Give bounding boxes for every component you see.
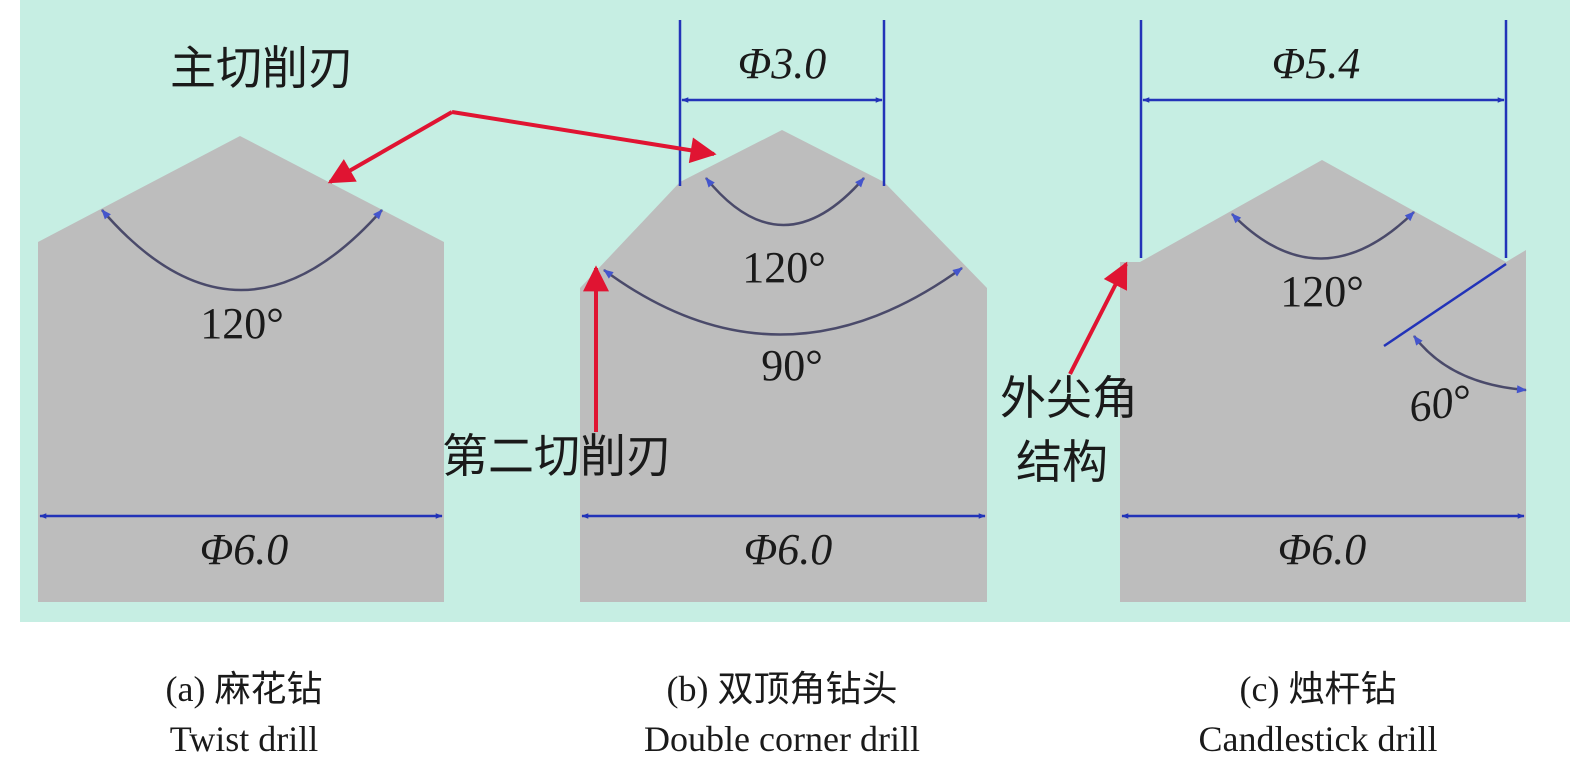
caption-b-cn: (b) 双顶角钻头 — [666, 669, 898, 709]
angle-label-b-inner: 120° — [742, 243, 826, 292]
main-cutting-edge-label: 主切削刃 — [170, 43, 354, 94]
candlestick-drill-body — [1120, 160, 1526, 602]
diameter-label-a: Φ6.0 — [200, 525, 289, 574]
diameter-label-b: Φ6.0 — [744, 525, 833, 574]
caption-a-cn: (a) 麻花钻 — [165, 669, 323, 709]
top-diameter-label-c: Φ5.4 — [1272, 39, 1361, 88]
angle-label-a: 120° — [200, 299, 284, 348]
side-angle-arc-c — [1413, 335, 1527, 394]
outer-corner-arrow — [1068, 261, 1128, 375]
angle-label-c: 120° — [1280, 267, 1364, 316]
double-corner-drill-body — [580, 130, 987, 602]
second-cutting-edge-label: 第二切削刃 — [442, 431, 672, 482]
angle-label-b-outer: 90° — [761, 341, 823, 390]
caption-a: (a) 麻花钻 Twist drill — [0, 664, 504, 764]
angle-arc-b-inner — [705, 177, 865, 227]
caption-a-en: Twist drill — [169, 719, 319, 759]
angle-arc-a — [101, 209, 383, 292]
angle-arc-b-outer — [603, 266, 963, 336]
diameter-label-c: Φ6.0 — [1278, 525, 1367, 574]
outer-corner-label-line2: 结构 — [1016, 437, 1108, 488]
panel-a: 120° Φ6.0 主切削刃 — [38, 43, 444, 602]
caption-c: (c) 烛杆钻 Candlestick drill — [1058, 664, 1575, 764]
angle-arc-c — [1231, 211, 1415, 260]
pointer-arrows — [327, 110, 1128, 432]
twist-drill-body — [38, 136, 444, 602]
caption-c-en: Candlestick drill — [1198, 719, 1438, 759]
caption-b: (b) 双顶角钻头 Double corner drill — [522, 664, 1042, 764]
panel-b: Φ3.0 120° 90° Φ6.0 第二切削刃 — [442, 20, 987, 602]
chamfer-line-c — [1383, 262, 1507, 348]
outer-corner-label-line1: 外尖角 — [1000, 373, 1138, 424]
top-diameter-label-b: Φ3.0 — [738, 39, 827, 88]
side-angle-label-c: 60° — [1406, 375, 1474, 432]
main-edge-arrow-to-b — [451, 110, 717, 164]
caption-b-en: Double corner drill — [644, 719, 920, 759]
panel-c: Φ5.4 120° 60° Φ6.0 外尖角 结构 — [1000, 20, 1527, 602]
caption-c-cn: (c) 烛杆钻 — [1239, 669, 1397, 709]
main-edge-arrow-to-a — [327, 110, 453, 184]
